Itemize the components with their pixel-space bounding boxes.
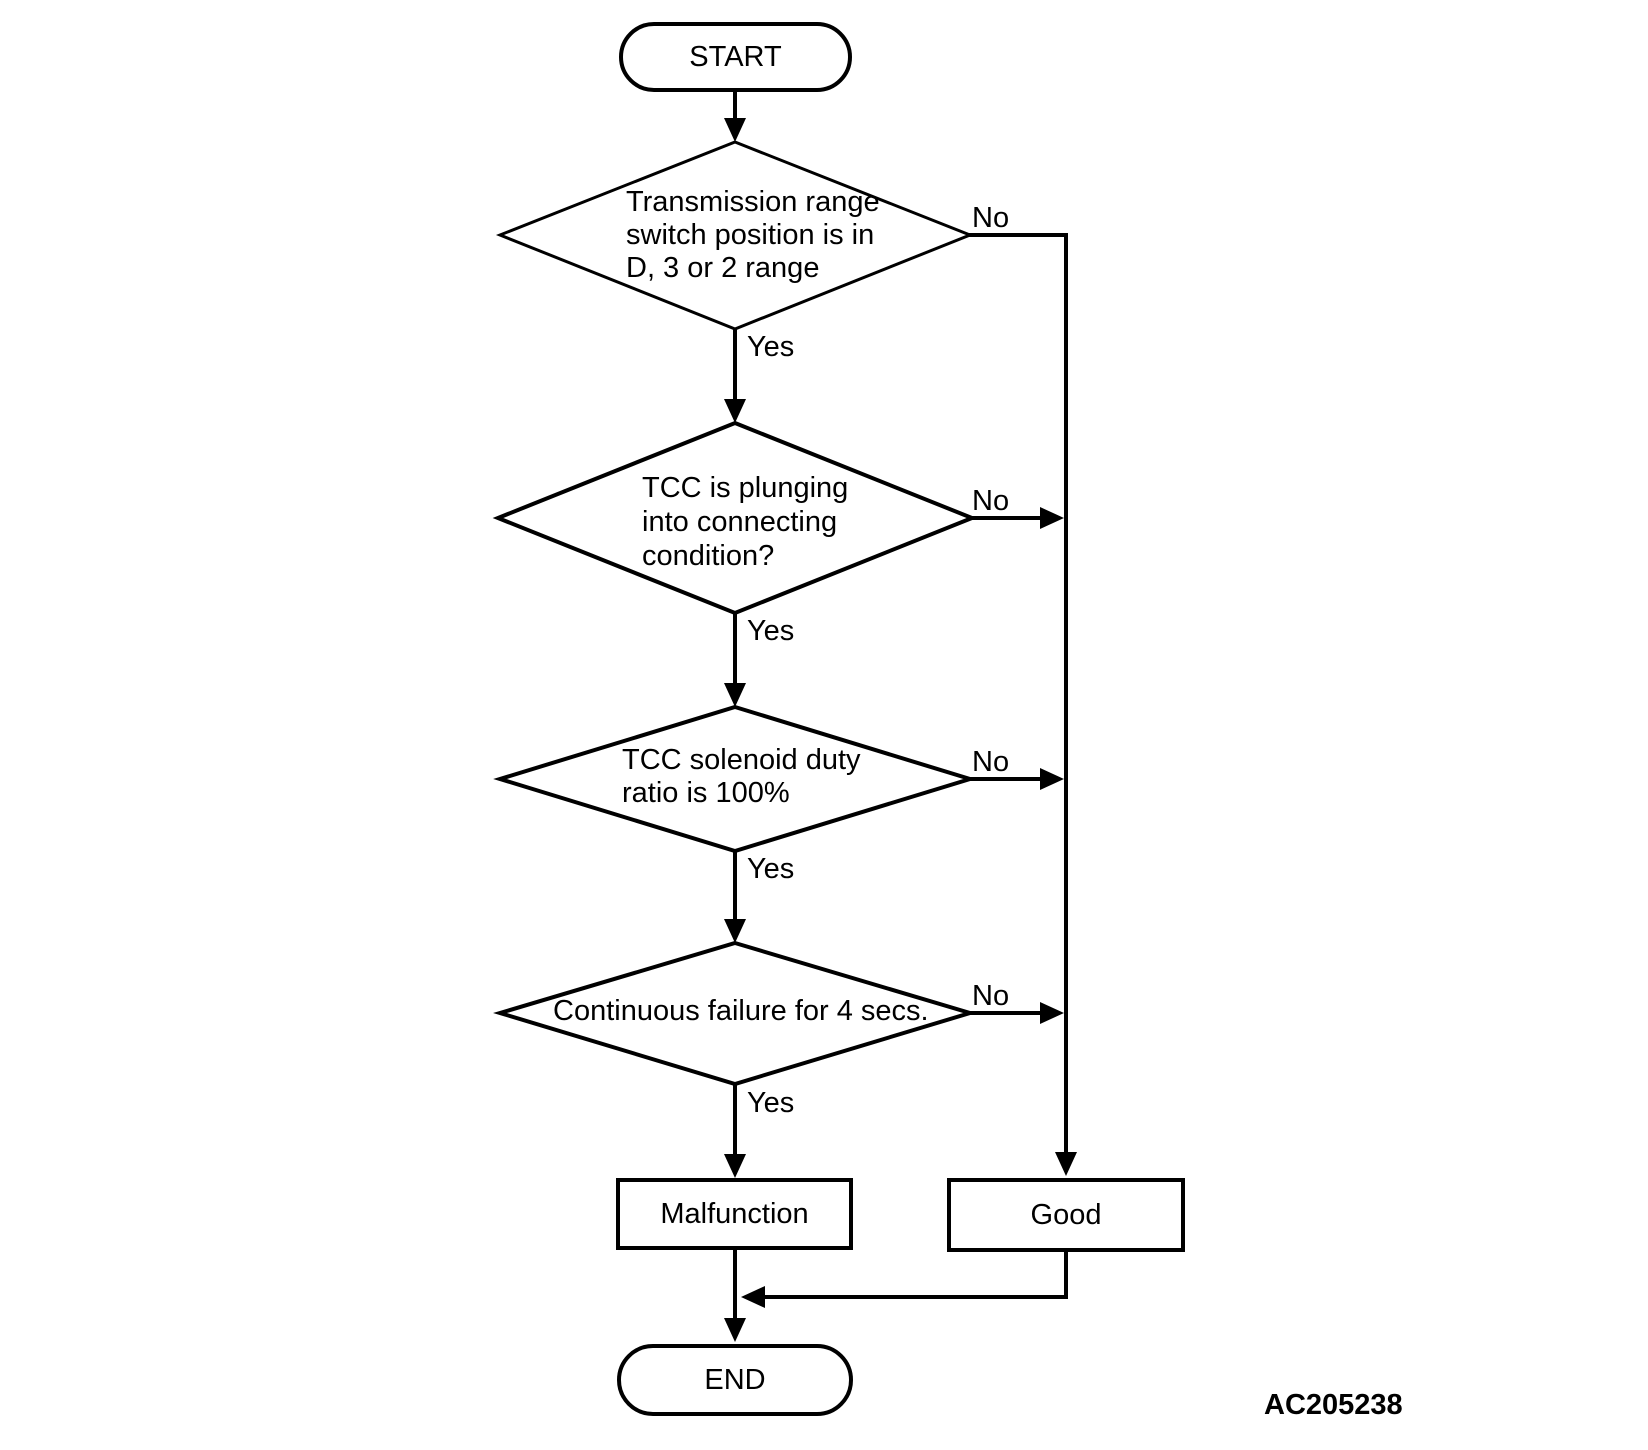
malfunction-label: Malfunction: [660, 1197, 809, 1230]
arrowhead-into-malfunction: [724, 1154, 746, 1178]
decision-continuous-failure-text: Continuous failure for 4 secs.: [553, 995, 929, 1028]
end-terminal: END: [617, 1344, 853, 1416]
decision-transmission-range-text: Transmission range switch position is in…: [626, 186, 880, 285]
yes-label-d4: Yes: [747, 1087, 795, 1119]
yes-label-d2: Yes: [747, 615, 795, 647]
arrowhead-into-d1: [724, 118, 746, 142]
decision-solenoid-duty-line2: ratio is 100%: [622, 777, 790, 809]
no-branch-rail: [969, 233, 1068, 1152]
good-box: Good: [947, 1178, 1185, 1252]
decision-solenoid-duty-line1: TCC solenoid duty: [622, 744, 861, 776]
end-label: END: [704, 1363, 766, 1396]
arrowhead-into-d2: [724, 399, 746, 423]
decision-tcc-connecting-line3: condition?: [642, 540, 775, 572]
no-label-d2: No: [972, 485, 1010, 517]
arrowhead-d2-no: [1040, 507, 1064, 529]
yes-label-d3: Yes: [747, 853, 795, 885]
no-label-d1: No: [972, 202, 1010, 234]
arrowhead-d4-no: [1040, 1002, 1064, 1024]
decision-transmission-range-line2: switch position is in: [626, 219, 875, 251]
yes-label-d1: Yes: [747, 331, 795, 363]
decision-transmission-range-line3: D, 3 or 2 range: [626, 252, 820, 284]
malfunction-box: Malfunction: [616, 1178, 853, 1250]
no-label-d4: No: [972, 980, 1010, 1012]
arrowhead-into-d3: [724, 683, 746, 707]
figure-code: AC205238: [1264, 1389, 1403, 1421]
arrowhead-into-end: [724, 1318, 746, 1342]
arrowhead-d3-no: [1040, 768, 1064, 790]
arrowhead-into-good: [1055, 1152, 1077, 1176]
decision-tcc-connecting-text: TCC is plunging into connecting conditio…: [642, 471, 848, 573]
arrowhead-into-d4: [724, 919, 746, 943]
start-terminal: START: [619, 22, 852, 92]
arrow-good-to-junction: [765, 1252, 1068, 1299]
arrowhead-good-junction: [741, 1286, 765, 1308]
decision-tcc-connecting-line2: into connecting: [642, 506, 838, 538]
no-label-d3: No: [972, 746, 1010, 778]
decision-transmission-range-line1: Transmission range: [626, 186, 880, 218]
decision-tcc-connecting-line1: TCC is plunging: [642, 472, 849, 504]
decision-solenoid-duty-text: TCC solenoid duty ratio is 100%: [622, 744, 861, 810]
decision-continuous-failure-line1: Continuous failure for 4 secs.: [553, 995, 929, 1027]
good-label: Good: [1030, 1198, 1102, 1231]
start-label: START: [689, 40, 782, 73]
